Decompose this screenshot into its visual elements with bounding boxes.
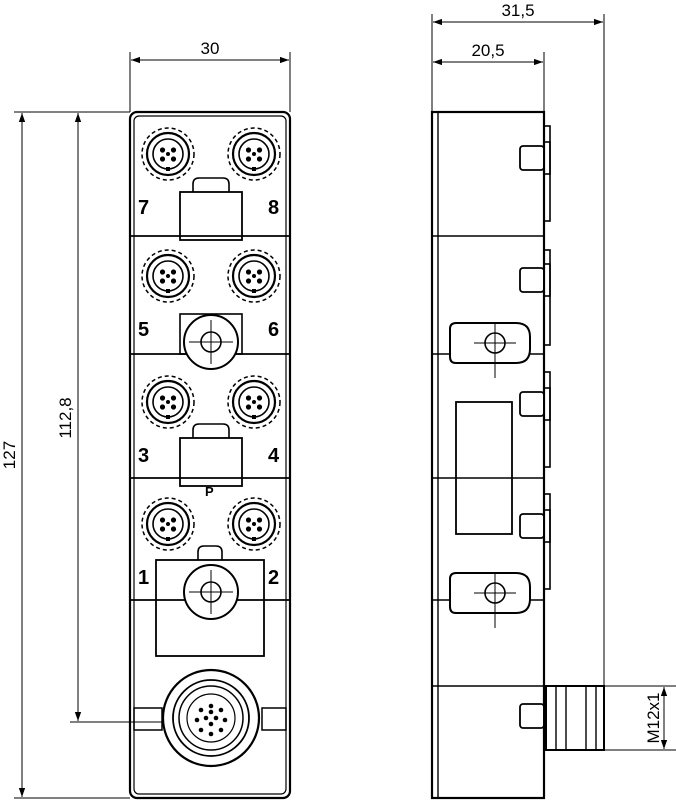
side-port: [519, 507, 551, 545]
m8-connector: [140, 126, 196, 182]
label-window: [155, 559, 265, 657]
dim-body-depth: 20,5: [471, 41, 504, 60]
m8-connector: [140, 374, 196, 430]
dim-overall-depth: 31,5: [501, 1, 534, 20]
m8-connector: [226, 496, 282, 552]
mounting-hole: [179, 313, 243, 370]
port-number: 7: [138, 197, 149, 219]
side-view: [430, 110, 605, 800]
label-window: [179, 437, 243, 487]
label-window: [179, 191, 243, 241]
port-number: 4: [268, 445, 280, 467]
m8-connector: [226, 126, 282, 182]
port-number: 3: [138, 445, 149, 467]
side-label-window: [455, 401, 513, 535]
dim-thread: M12x1: [644, 692, 663, 743]
side-port: [519, 261, 551, 299]
m8-connector: [140, 248, 196, 304]
port-number: 8: [268, 197, 279, 219]
port-number: 2: [268, 567, 279, 589]
front-view: 7 8 5 6 3 4 1 2 P: [128, 110, 292, 800]
dim-overall-height: 127: [0, 441, 19, 469]
dim-width: 30: [201, 39, 220, 58]
side-housing: [430, 110, 546, 800]
m8-connector: [226, 248, 282, 304]
port-number: 1: [138, 567, 149, 589]
port-number: 6: [268, 319, 279, 341]
m8-connector: [140, 496, 196, 552]
front-housing: [128, 110, 292, 800]
dim-hole-spacing: 112,8: [56, 397, 75, 438]
m8-connector: [226, 374, 282, 430]
side-port: [519, 139, 551, 177]
side-port: [519, 385, 551, 423]
power-marker: P: [205, 484, 214, 499]
port-number: 5: [138, 319, 149, 341]
mounting-hole: [183, 564, 239, 620]
m12-connector: [133, 668, 287, 768]
side-m12-connector: [545, 685, 605, 751]
dimension-lines: [14, 14, 676, 799]
